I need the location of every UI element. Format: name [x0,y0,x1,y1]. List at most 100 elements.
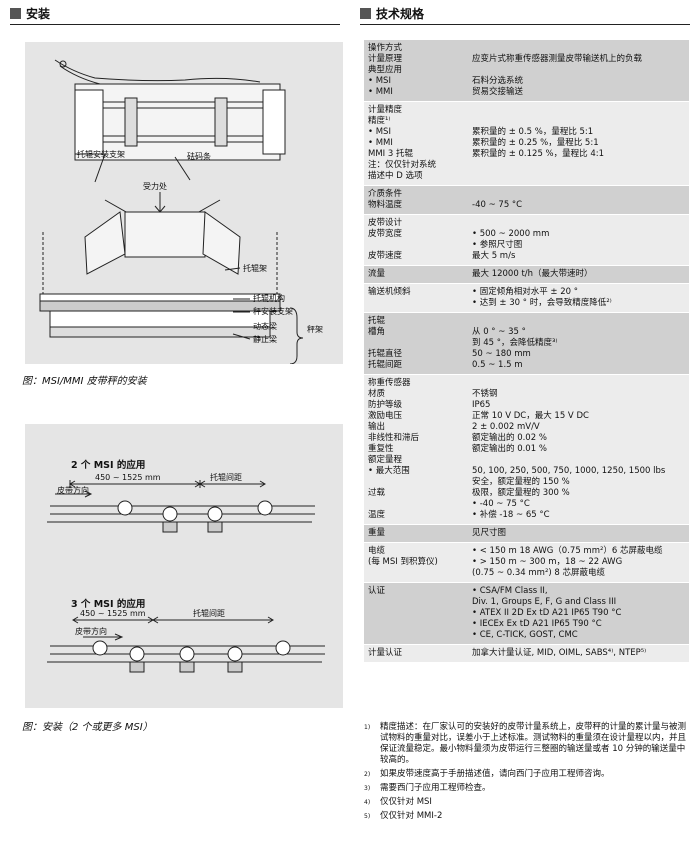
label-force-point: 受力处 [143,182,167,191]
spec-value-cell: • 500 ~ 2000 mm• 参照尺寸图最大 5 m/s [468,215,689,265]
spec-label-line: • MSI [368,127,391,137]
label-static-beam: 静止梁 [253,335,277,344]
spec-label-cell: 皮带设计皮带宽度皮带速度 [364,215,468,265]
footnote: 1)精度描述：在厂家认可的安装好的皮带计量系统上，皮带秤的计量的累计量与被测试物… [364,722,689,766]
spec-value-cell: 加拿大计量认证, MID, OIML, SABS⁴⁾, NTEP⁵⁾ [468,645,689,662]
spec-label-line [368,499,464,510]
spec-row: 称重传感器材质防护等级激励电压输出非线性和滞后重复性额定量程• 最大范围过载温度… [364,375,689,525]
spec-label-line: • MMI [368,87,393,97]
spec-value-line [472,116,685,127]
footnote-text: 仅仅针对 MSI [380,797,432,807]
spec-value-line: IP65 [472,400,491,410]
spec-label-line: 输出 [368,422,386,432]
spec-value-line [472,316,685,327]
spec-value-cell: 见尺寸图 [468,525,689,542]
spec-value-line: 石料分选系统 [472,76,524,86]
spec-label-line: 槽角 [368,327,386,337]
spec-value-cell: 最大 12000 t/h（最大带速时） [468,266,689,283]
label-scale-frame: 秤架 [307,325,323,334]
spec-label-line: 重量 [368,528,386,538]
spec-value-cell: • CSA/FM Class II, Div. 1, Groups E, F, … [468,583,689,644]
spec-label-line: 托辊直径 [368,349,403,359]
footnote-text: 需要西门子应用工程师检查。 [380,783,491,793]
scale-installation-drawing [39,59,304,364]
left-section-header: 安装 [10,6,340,25]
spec-label-line: 计量认证 [368,648,403,658]
label-idler-frame: 托辊架 [243,264,267,273]
spec-label-line [368,597,464,608]
spec-label-line: 操作方式 [368,43,403,53]
spec-value-line: • 500 ~ 2000 mm [472,229,550,239]
spec-row: 托辊槽角托辊直径托辊间距从 0 ° ~ 35 °到 45 °，会降低精度³⁾50… [364,313,689,375]
spec-label-cell: 认证 [364,583,468,644]
figure-1-panel: 托辊安装支架 砝码条 受力处 托辊架 托辊机构 秤安装支架 动态梁 静止梁 秤架 [25,42,343,364]
footnote-mark: 4) [364,799,371,806]
spec-label-line [368,298,464,309]
spec-value-line: • CSA/FM Class II, [472,586,548,596]
label-idler-mech: 托辊机构 [253,294,285,303]
spec-value-line: 最大 5 m/s [472,251,516,261]
spec-value-line: • -40 ~ 75 °C [472,499,530,509]
spec-label-line: 流量 [368,269,386,279]
spec-value-line: 累积量的 ± 0.25 %，量程比 5:1 [472,138,599,148]
fig2-spacing-three-msi: 托辊间距 [193,609,225,618]
spec-value-line [472,189,685,200]
spec-label-cell: 输送机倾斜 [364,284,468,312]
footnotes: 1)精度描述：在厂家认可的安装好的皮带计量系统上，皮带秤的计量的累计量与被测试物… [364,722,689,825]
spec-label-line [368,630,464,641]
spec-value-line: • < 150 m 18 AWG（0.75 mm²）6 芯屏蔽电缆 [472,546,663,556]
fig2-spacing-two-msi: 托辊间距 [210,473,242,482]
spec-value-line: • 固定倾角相对水平 ± 20 ° [472,287,579,297]
figure-1-caption: 图：MSI/MMI 皮带秤的安装 [22,376,147,387]
spec-label-cell: 托辊槽角托辊直径托辊间距 [364,313,468,374]
spec-value-line: 不锈钢 [472,389,498,399]
spec-label-line [368,619,464,630]
spec-label-line: • MSI [368,76,391,86]
footnote-text: 如果皮带速度高于手册描述值，请向西门子应用工程师咨询。 [380,769,610,779]
spec-row: 认证• CSA/FM Class II, Div. 1, Groups E, F… [364,583,689,645]
spec-value-line: -40 ~ 75 °C [472,200,523,210]
footnote-mark: 3) [364,785,371,792]
right-header-title: 技术规格 [376,7,425,21]
footnote-mark: 1) [364,724,371,731]
spec-value-line: 额定输出的 0.01 % [472,444,547,454]
spec-label-cell: 电缆(每 MSI 到积算仪) [364,543,468,582]
footnote: 2)如果皮带速度高于手册描述值，请向西门子应用工程师咨询。 [364,769,689,780]
spec-label-cell: 重量 [364,525,468,542]
spec-value-line: 正常 10 V DC，最大 15 V DC [472,411,589,421]
spec-label-line: 过载 [368,488,386,498]
spec-label-line: 计量原理 [368,54,403,64]
spec-value-line: (0.75 ~ 0.34 mm²) 8 芯屏蔽电缆 [472,568,605,578]
spec-label-line: 计量精度 [368,105,403,115]
spec-value-line: 见尺寸图 [472,528,507,538]
spec-label-cell: 计量认证 [364,645,468,662]
right-section-header: 技术规格 [360,6,690,25]
spec-value-line [472,43,685,54]
spec-label-line: 称重传感器 [368,378,411,388]
spec-label-line: 托辊间距 [368,360,403,370]
fig2-belt-direction-three-msi: 皮带方向 [75,627,107,636]
label-idler-bracket: 托辊安装支架 [77,150,125,159]
spec-value-line [472,65,685,76]
spec-value-line: 贸易交接输送 [472,87,524,97]
spec-value-line [472,378,685,389]
spec-label-line: 电缆 [368,546,386,556]
spec-label-line: 皮带宽度 [368,229,403,239]
spec-value-line: • ATEX II 2D Ex tD A21 IP65 T90 °C [472,608,622,618]
left-header-title: 安装 [26,7,51,21]
spec-label-line: 精度¹⁾ [368,116,391,126]
spec-label-line [368,338,464,349]
spec-value-line: 极限，额定量程的 300 % [472,488,570,498]
spec-value-line: • > 150 m ~ 300 m，18 ~ 22 AWG [472,557,623,567]
spec-row: 流量 最大 12000 t/h（最大带速时） [364,266,689,284]
spec-label-cell: 介质条件物料温度 [364,186,468,214]
spec-label-line: • 最大范围 [368,466,410,476]
fig2-dim-three-msi: 450 ~ 1525 mm [80,609,146,618]
spec-row: 计量认证 加拿大计量认证, MID, OIML, SABS⁴⁾, NTEP⁵⁾ [364,645,689,663]
spec-row: 皮带设计皮带宽度皮带速度• 500 ~ 2000 mm• 参照尺寸图最大 5 m… [364,215,689,266]
spec-value-cell: • < 150 m 18 AWG（0.75 mm²）6 芯屏蔽电缆• > 150… [468,543,689,582]
